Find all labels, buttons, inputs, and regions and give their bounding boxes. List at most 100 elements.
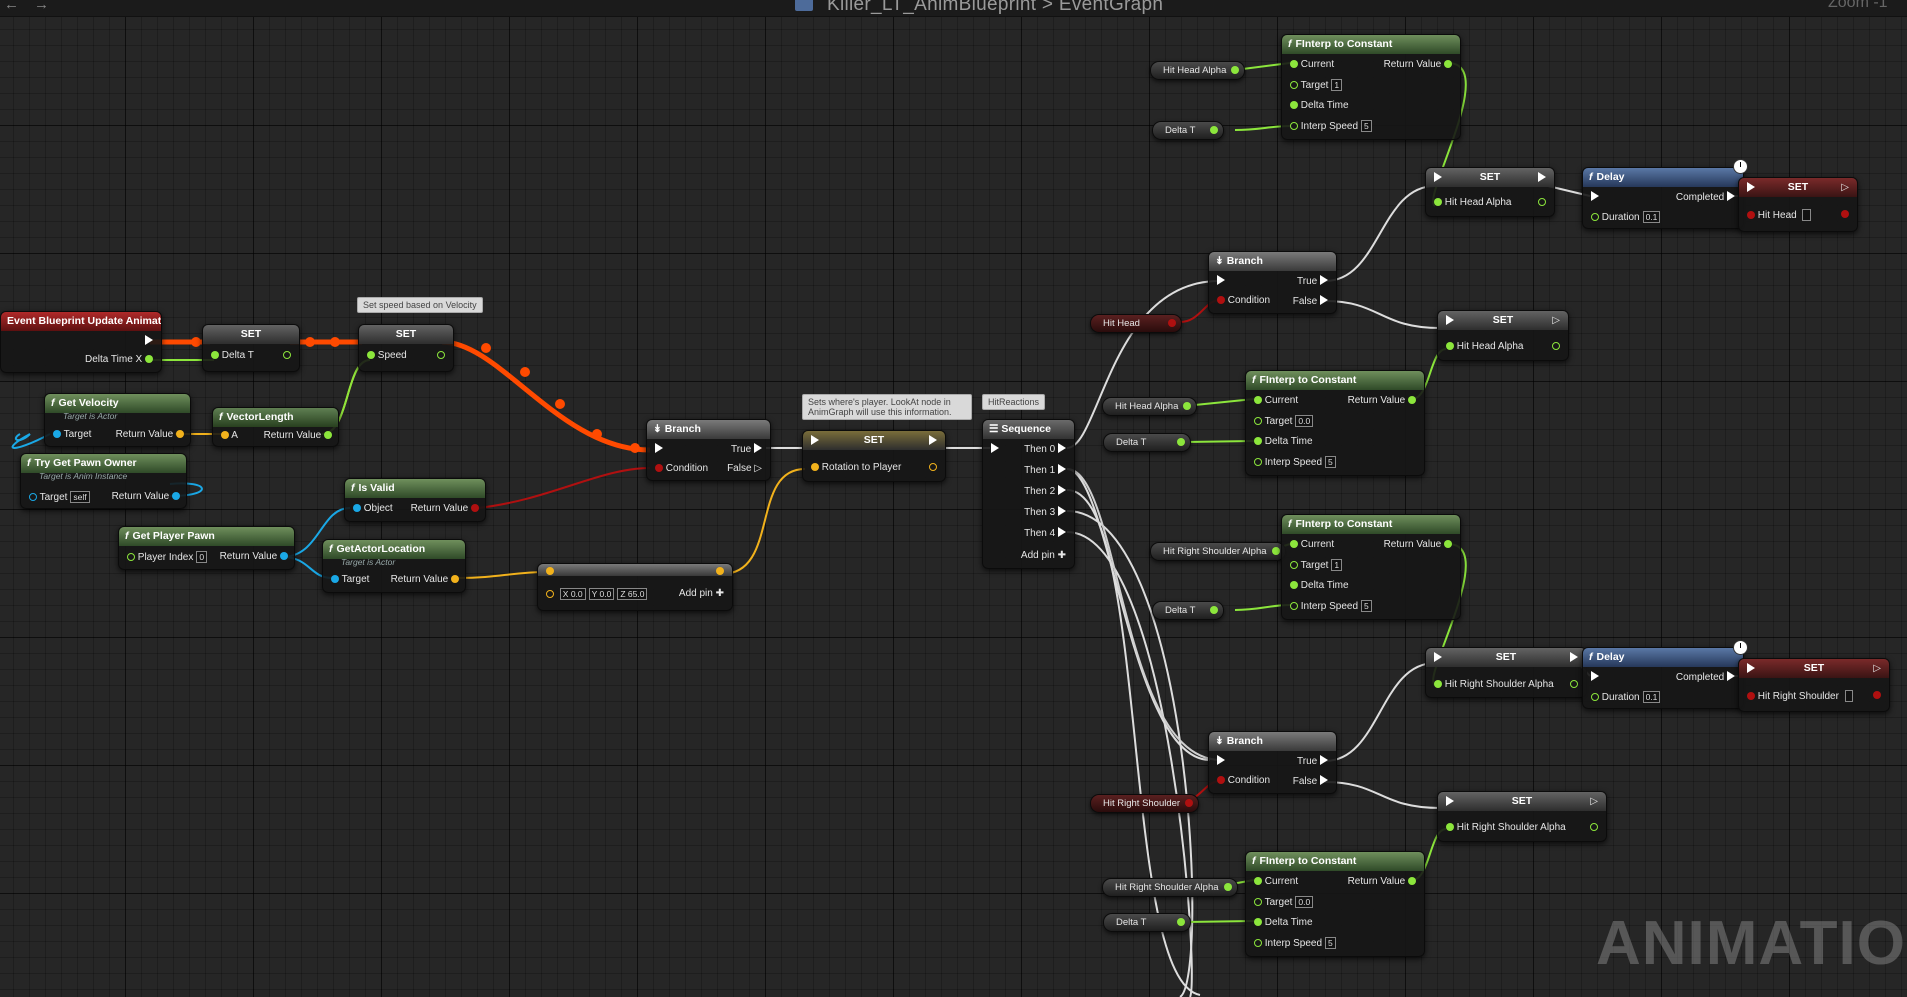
return-value-pin[interactable]: Return Value (1384, 59, 1452, 70)
set-hit-head-node[interactable]: SET ▷ Hit Head (1738, 177, 1858, 232)
exec-out-pin[interactable]: ▷ (1841, 182, 1849, 193)
set-hit-head-alpha-node[interactable]: SET ▷ Hit Head Alpha (1437, 310, 1569, 361)
exec-in-pin[interactable] (1747, 182, 1755, 194)
vector-out-pin[interactable] (716, 566, 724, 577)
a-pin[interactable]: A (221, 430, 238, 441)
forward-arrow-icon[interactable]: → (34, 0, 49, 13)
exec-in-pin[interactable] (1591, 191, 1599, 203)
event-update-animation-node[interactable]: Event Blueprint Update Animation Delta T… (0, 311, 162, 373)
branch-hit-head-node[interactable]: ↡ Branch True Condition False (1208, 251, 1337, 314)
z-field[interactable]: Z 65.0 (617, 588, 648, 600)
return-value-pin[interactable]: Return Value (1348, 876, 1416, 887)
hit-head-alpha-out-pin[interactable] (1538, 197, 1546, 208)
branch-hit-right-shoulder-node[interactable]: ↡ Branch True Condition False (1208, 731, 1337, 794)
exec-out-pin[interactable] (1538, 172, 1546, 184)
return-value-pin[interactable]: Return Value (112, 491, 180, 502)
exec-out-pin[interactable]: ▷ (1590, 796, 1598, 807)
set-delta-t-node[interactable]: SET Delta T (202, 324, 300, 372)
exec-out-pin[interactable] (1570, 652, 1578, 664)
add-pin-button[interactable]: Add pin ✚ (1020, 550, 1066, 561)
condition-pin[interactable]: Condition (1217, 775, 1270, 786)
rotation-in-pin[interactable]: Rotation to Player (811, 462, 901, 473)
set-rotation-node[interactable]: SET Rotation to Player (802, 430, 946, 482)
exec-in-pin[interactable] (1434, 652, 1442, 664)
add-pin-button[interactable]: Add pin ✚ (678, 588, 724, 599)
completed-pin[interactable]: Completed (1676, 191, 1735, 203)
current-pin[interactable]: Current (1290, 59, 1334, 70)
hit-head-in-pin[interactable]: Hit Head (1747, 209, 1811, 221)
exec-in-pin[interactable] (1591, 671, 1599, 683)
comment-hitreactions[interactable]: HitReactions (982, 394, 1046, 410)
return-value-pin[interactable]: Return Value (391, 574, 459, 585)
hrs-in-pin[interactable]: Hit Right Shoulder (1747, 690, 1854, 702)
target-pin[interactable]: Target (53, 429, 91, 440)
hit-head-alpha-out-pin[interactable] (1552, 341, 1560, 352)
then-2-pin[interactable]: Then 2 (1024, 485, 1066, 497)
then-4-pin[interactable]: Then 4 (1024, 527, 1066, 539)
comment-rotation[interactable]: Sets where's player. LookAt node in Anim… (802, 394, 972, 420)
exec-in-pin[interactable] (991, 443, 999, 455)
hit-head-out-pin[interactable] (1841, 209, 1849, 220)
exec-out-pin[interactable]: ▷ (1552, 315, 1560, 326)
delta-time-pin[interactable]: Delta Time (1290, 580, 1349, 591)
branch-main-node[interactable]: ↡ Branch True Condition False ▷ (646, 419, 771, 481)
set-speed-node[interactable]: SET Speed (358, 324, 454, 372)
speed-in-pin[interactable]: Speed (367, 350, 407, 361)
delta-time-x-pin[interactable]: Delta Time X (85, 354, 153, 365)
then-1-pin[interactable]: Then 1 (1024, 464, 1066, 476)
current-pin[interactable]: Current (1254, 395, 1298, 406)
exec-out-pin[interactable] (929, 435, 937, 447)
false-pin[interactable]: False (1293, 775, 1328, 787)
getter-hit-right-shoulder-alpha[interactable]: Hit Right Shoulder Alpha (1102, 878, 1238, 897)
delta-time-pin[interactable]: Delta Time (1254, 436, 1313, 447)
hrsa-in-pin[interactable]: Hit Right Shoulder Alpha (1434, 679, 1554, 690)
set-hit-right-shoulder-alpha-node[interactable]: SET ▷ Hit Right Shoulder Alpha (1437, 791, 1607, 842)
breadcrumb-asset[interactable]: Killer_LT_AnimBlueprint (827, 0, 1037, 15)
exec-in-pin[interactable] (1434, 172, 1442, 184)
delta-time-pin[interactable]: Delta Time (1290, 100, 1349, 111)
then-3-pin[interactable]: Then 3 (1024, 506, 1066, 518)
exec-in-pin[interactable] (811, 435, 819, 447)
false-pin[interactable]: False ▷ (727, 463, 762, 474)
delta-t-in-pin[interactable]: Delta T (211, 350, 254, 361)
getter-hit-right-shoulder[interactable]: Hit Right Shoulder (1090, 794, 1200, 813)
completed-pin[interactable]: Completed (1676, 671, 1735, 683)
return-value-pin[interactable]: Return Value (220, 551, 288, 562)
rotation-out-pin[interactable] (929, 462, 937, 473)
speed-out-pin[interactable] (437, 350, 445, 361)
then-0-pin[interactable]: Then 0 (1024, 443, 1066, 455)
exec-in-pin[interactable] (1217, 755, 1225, 767)
getter-delta-t[interactable]: Delta T (1103, 433, 1191, 452)
return-value-pin[interactable]: Return Value (1348, 395, 1416, 406)
target-pin[interactable]: Target (331, 574, 369, 585)
return-value-pin[interactable]: Return Value (411, 503, 479, 514)
sequence-node[interactable]: ☰ Sequence Then 0 Then 1 Then 2 Then 3 T… (982, 419, 1075, 569)
condition-pin[interactable]: Condition (655, 463, 708, 474)
delta-t-out-pin[interactable] (283, 350, 291, 361)
back-arrow-icon[interactable]: ← (4, 0, 19, 13)
set-hit-right-shoulder-alpha-node[interactable]: SET Hit Right Shoulder Alpha (1425, 647, 1587, 698)
return-value-pin[interactable]: Return Value (116, 429, 184, 440)
getter-hit-head-alpha[interactable]: Hit Head Alpha (1150, 61, 1246, 80)
return-value-pin[interactable]: Return Value (1384, 539, 1452, 550)
hrs-out-pin[interactable] (1873, 690, 1881, 701)
